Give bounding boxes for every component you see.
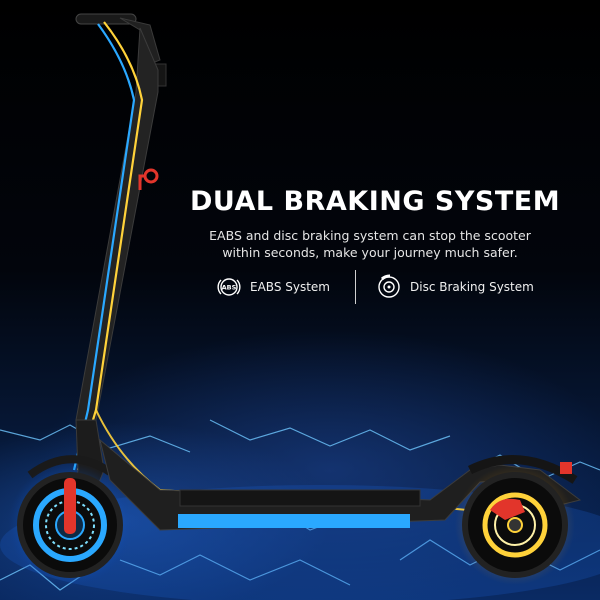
svg-text:ABS: ABS [222,284,237,292]
feature-disc-brake-label: Disc Braking System [410,280,534,294]
feature-list: ABS EABS System Disc Braking System [214,270,544,304]
deck-light-strip [178,514,410,528]
rear-wheel [455,465,575,585]
cable-yellow [76,21,144,471]
abs-icon: ABS [217,278,241,296]
feature-eabs-label: EABS System [250,280,330,294]
feature-divider [355,270,356,304]
rear-light [560,462,572,474]
feature-eabs: ABS EABS System [216,274,330,300]
front-wheel [8,463,132,587]
description-line-2: within seconds, make your journey much s… [222,245,518,260]
red-hook-icon [138,168,159,190]
description: EABS and disc braking system can stop th… [190,227,550,261]
stem [75,27,159,421]
disc-brake-icon [378,274,400,298]
headline: DUAL BRAKING SYSTEM [190,186,561,217]
feature-disc-brake: Disc Braking System [376,274,534,300]
description-line-1: EABS and disc braking system can stop th… [209,228,531,243]
cable-blue [72,23,136,471]
front-fender [27,455,113,479]
